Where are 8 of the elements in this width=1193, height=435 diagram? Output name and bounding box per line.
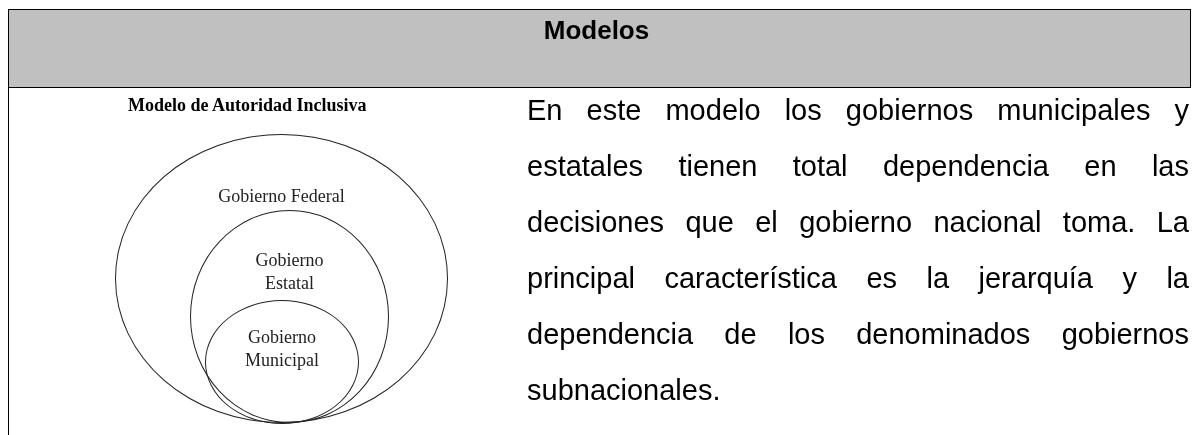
- description-paragraph: En este modelo los gobiernos municipales y estatales tienen total dependencia en las decisiones que el gobierno nacional toma. La principal característica es la jerarquía y la dependencia de los denominados gobiernos subnacionales.: [527, 93, 1189, 408]
- nested-ellipse: [190, 210, 389, 423]
- figure-caption: Modelo de Autoridad Inclusiva: [128, 95, 367, 116]
- ellipse-label: Gobierno Municipal: [244, 326, 320, 372]
- ellipse-label: Gobierno Federal: [217, 185, 346, 208]
- header-title: Modelos: [542, 15, 651, 46]
- ellipse-label: Gobierno Estatal: [254, 249, 325, 295]
- nested-ellipse: [115, 134, 448, 423]
